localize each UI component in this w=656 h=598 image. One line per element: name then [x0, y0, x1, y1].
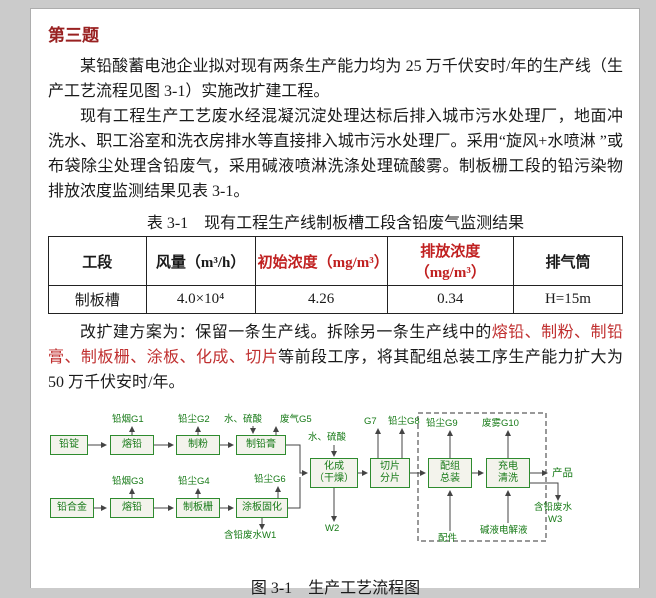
flow-node-grid-casting: 制板栅	[176, 498, 220, 518]
flow-label-lead-dust-g6: 铅尘G6	[254, 474, 286, 485]
flow-label-waste-mist-g10: 废雾G10	[482, 418, 519, 429]
flow-node-slicing: 切片 分片	[370, 458, 410, 488]
flow-label-lead-dust-g4: 铅尘G4	[178, 476, 210, 487]
cell-work-section: 制板槽	[48, 285, 147, 314]
flow-label-wastewater-w2: W2	[325, 523, 340, 534]
flow-node-melt-lead-2: 熔铅	[110, 498, 154, 518]
col-header-initial-concentration: 初始浓度（mg/m³）	[254, 236, 389, 286]
document-page: 第三题 某铅酸蓄电池企业拟对现有两条生产能力均为 25 万千伏安时/年的生产线（…	[30, 8, 640, 597]
flow-label-lead-dust-g9: 铅尘G9	[426, 418, 458, 429]
figure-caption: 图 3-1 生产工艺流程图	[250, 580, 421, 597]
flow-node-paste-making: 制铅膏	[236, 435, 286, 455]
flow-label-lead-fume-g3: 铅烟G3	[112, 476, 144, 487]
flow-label-lead-wastewater-w3-text: 含铅废水	[534, 502, 573, 513]
table-caption: 表 3-1 现有工程生产线制板槽工段含铅废气监测结果	[146, 215, 525, 232]
table-row: 制板槽 4.0×10⁴ 4.26 0.34 H=15m	[48, 285, 624, 314]
paragraph-existing-project: 现有工程生产工艺废水经混凝沉淀处理达标后排入城市污水处理厂，地面冲洗水、职工浴室…	[48, 108, 623, 200]
flow-node-formation: 化成 （干燥）	[310, 458, 358, 488]
paragraph-renovation-plan: 改扩建方案为：保留一条生产线。拆除另一条生产线中的熔铅、制粉、制铅膏、制板栅、涂…	[48, 320, 623, 395]
flow-node-lead-alloy: 铅合金	[50, 498, 94, 518]
col-header-emission-concentration: 排放浓度（mg/m³）	[386, 236, 514, 286]
flow-label-lead-wastewater-w1: 含铅废水W1	[224, 530, 277, 541]
flow-label-water-acid-input-2: 水、硫酸	[308, 432, 347, 443]
flow-node-assembly: 配组 总装	[428, 458, 472, 488]
monitoring-results-table: 工段 风量（m³/h） 初始浓度（mg/m³） 排放浓度（mg/m³） 排气筒 …	[48, 236, 624, 314]
plan-text-start: 改扩建方案为：保留一条生产线。拆除另一条生产线中的	[80, 324, 492, 341]
flow-node-powder-making: 制粉	[176, 435, 220, 455]
flow-label-lead-fume-g1: 铅烟G1	[112, 414, 144, 425]
cell-air-volume: 4.0×10⁴	[145, 285, 256, 314]
flow-node-plate-coating: 涂板固化	[236, 498, 288, 518]
flow-connectors-svg	[88, 412, 561, 542]
col-header-air-volume: 风量（m³/h）	[145, 236, 256, 286]
demolition-scope-dashed-box	[417, 412, 547, 542]
flow-label-parts-input: 配件	[438, 533, 458, 544]
flow-label-lead-dust-g2: 铅尘G2	[178, 414, 210, 425]
flow-node-melt-lead-1: 熔铅	[110, 435, 154, 455]
cell-emission-concentration: 0.34	[386, 285, 514, 314]
flow-node-charge-washing: 充电 清洗	[486, 458, 530, 488]
cell-exhaust-stack: H=15m	[512, 285, 624, 314]
flow-label-waste-gas-g5: 废气G5	[280, 414, 312, 425]
flow-label-water-acid-input-1: 水、硫酸	[224, 414, 263, 425]
question-heading: 第三题	[48, 26, 99, 45]
table-header-row: 工段 风量（m³/h） 初始浓度（mg/m³） 排放浓度（mg/m³） 排气筒	[48, 236, 624, 286]
col-header-work-section: 工段	[48, 236, 147, 286]
flow-label-lead-wastewater-w3-code: W3	[548, 514, 563, 525]
process-flow-diagram: 铅锭 熔铅 制粉 制铅膏 铅合金 熔铅 制板栅 涂板固化 化成 （干燥） 切片 …	[48, 403, 620, 569]
paragraph-intro: 某铅酸蓄电池企业拟对现有两条生产能力均为 25 万千伏安时/年的生产线（生产工艺…	[48, 58, 623, 100]
flow-label-g7: G7	[364, 416, 377, 427]
plan-text-highlighted-processes: 熔铅、制粉、制铅膏、制板栅、涂板、化成、切片	[48, 324, 623, 366]
flow-node-lead-ingot: 铅锭	[50, 435, 88, 455]
flow-label-lead-dust-g8: 铅尘G8	[388, 416, 420, 427]
flow-label-alkali-electrolyte-input: 碱液电解液	[480, 525, 528, 536]
plan-text-end: 等前段工序，将其配组总装工序生产能力扩大为 50 万千伏安时/年。	[48, 349, 623, 391]
col-header-exhaust-stack: 排气筒	[512, 236, 624, 286]
flow-node-product: 产品	[552, 467, 573, 479]
cell-initial-concentration: 4.26	[254, 285, 388, 314]
